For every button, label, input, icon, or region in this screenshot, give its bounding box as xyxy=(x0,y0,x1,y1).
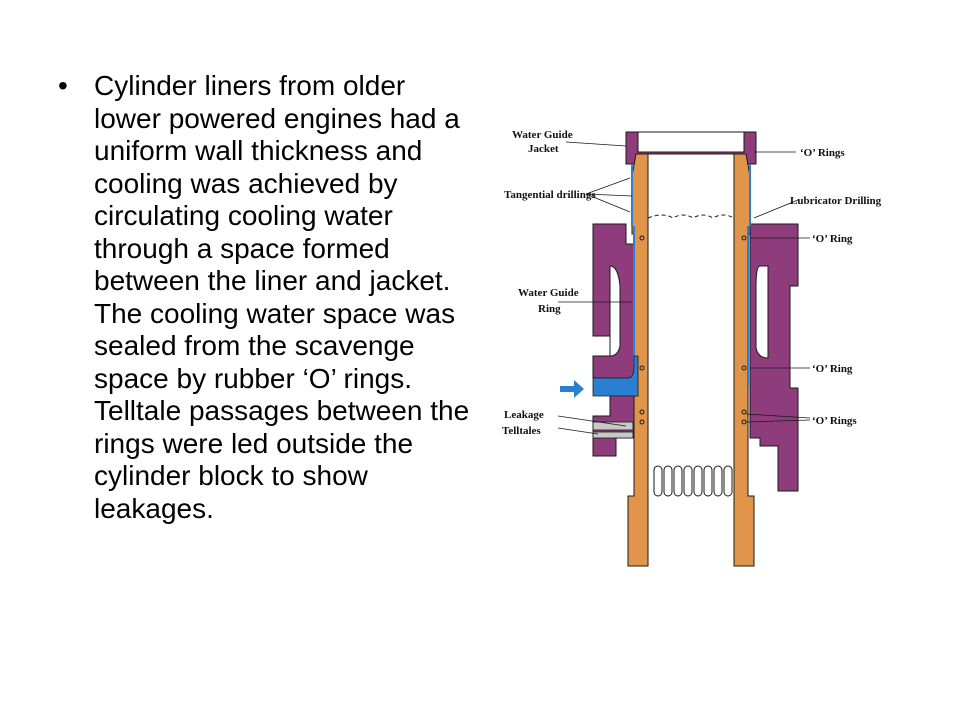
label-water-guide-jacket-2: Jacket xyxy=(528,143,559,155)
label-o-ring-lower: ‘O’ Ring xyxy=(812,363,853,375)
label-tangential-drillings: Tangential drillings xyxy=(504,189,596,201)
label-water-guide-ring-2: Ring xyxy=(538,303,561,315)
jacket-right xyxy=(749,223,799,492)
jacket-left-cutout xyxy=(609,265,621,357)
label-o-rings-bottom: ‘O’ Rings xyxy=(812,415,857,427)
jacket-right-cutout xyxy=(755,265,769,359)
diagram-svg: Water Guide Jacket Tangential drillings … xyxy=(502,129,882,567)
label-o-ring-upper: ‘O’ Ring xyxy=(812,233,853,245)
lubricator-drilling-line xyxy=(647,214,735,219)
label-o-rings-top: ‘O’ Rings xyxy=(800,147,845,159)
bullet-text: Cylinder liners from older lower powered… xyxy=(94,70,470,524)
top-opening xyxy=(637,131,745,153)
water-space-right xyxy=(747,164,751,386)
water-inlet xyxy=(592,355,639,397)
leakage-telltale-passages xyxy=(592,421,634,439)
bullet-symbol: • xyxy=(58,70,68,101)
label-water-guide-jacket-1: Water Guide xyxy=(512,129,573,141)
o-ring-markers xyxy=(639,235,747,425)
label-leakage-telltales-2: Telltales xyxy=(502,425,541,437)
label-leakage-telltales-1: Leakage xyxy=(504,409,544,421)
label-water-guide-ring-1: Water Guide xyxy=(518,287,579,299)
cylinder-liner-diagram: Water Guide Jacket Tangential drillings … xyxy=(498,116,898,586)
leader-lines xyxy=(557,141,811,435)
water-inflow-arrow xyxy=(560,380,584,398)
scavenge-ports xyxy=(653,465,733,497)
label-lubricator-drilling: Lubricator Drilling xyxy=(790,195,882,207)
